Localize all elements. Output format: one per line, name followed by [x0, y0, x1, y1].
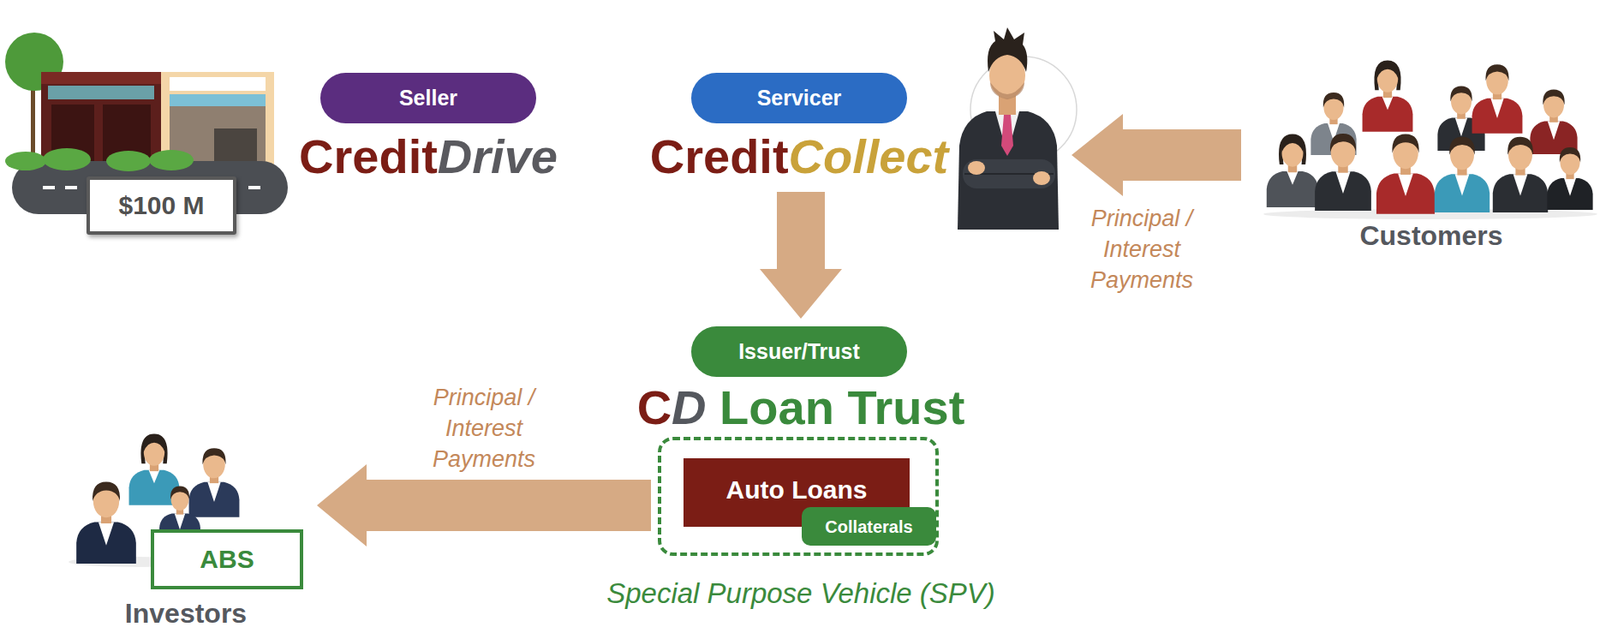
servicer-figure [957, 111, 1059, 230]
store-illustration [42, 148, 91, 171]
security-box: ABS [150, 529, 304, 590]
store-illustration [41, 71, 162, 84]
store-illustration [169, 77, 266, 91]
servicer-figure [957, 27, 1077, 230]
role-pill: Seller [320, 72, 537, 124]
servicer-group: ServicerCreditCollect [642, 68, 1067, 187]
flow-arrow [759, 191, 842, 319]
store-illustration [106, 150, 151, 172]
customer-crowd [1529, 89, 1577, 155]
customer-crowd [1314, 133, 1372, 211]
customer-crowd [1434, 137, 1490, 213]
issuer-group: Issuer/TrustCD Loan Trust [629, 323, 973, 434]
flow-label: Principal / Interest Payments [1073, 202, 1211, 296]
node-label: Collaterals [824, 518, 913, 536]
text-part: Credit [650, 129, 789, 184]
company-name: CreditCollect [650, 132, 950, 181]
text-part: Drive [437, 129, 558, 184]
role-pill: Issuer/Trust [691, 326, 908, 377]
flow-arrow [316, 464, 651, 547]
customer-crowd [1266, 134, 1319, 208]
spv-caption: Special Purpose Vehicle (SPV) [606, 576, 996, 611]
store-illustration [149, 149, 194, 171]
node-label: ABS [199, 546, 254, 573]
customer-crowd [1263, 60, 1598, 220]
text-part: Credit [298, 129, 438, 184]
role-pill: Servicer [691, 72, 908, 124]
investor-group [189, 447, 240, 518]
flow-label: Principal / Interest Payments [415, 382, 553, 475]
flow-arrow [1071, 113, 1242, 197]
text-part: Collect [788, 129, 950, 184]
store-illustration [47, 85, 155, 100]
node-label: Auto Loans [726, 477, 868, 503]
store-illustration [169, 94, 266, 107]
servicer-figure [987, 27, 1027, 72]
servicer-figure [1001, 114, 1014, 156]
customer-crowd [1492, 137, 1548, 213]
group-label: Investors [125, 598, 247, 629]
trust-name: CD Loan Trust [637, 383, 966, 432]
investor-group [76, 482, 137, 564]
store-illustration [5, 151, 47, 171]
store-illustration [248, 185, 261, 190]
seller-group: SellerCreditDrive [291, 68, 566, 186]
group-label: Customers [1359, 220, 1503, 251]
collateral-pill: Collaterals [801, 507, 937, 546]
customer-crowd [1376, 134, 1435, 215]
text-part: D [671, 380, 706, 435]
node-label: $100 M [118, 192, 204, 219]
store-illustration [65, 185, 78, 190]
customers-group: Customers [1246, 51, 1595, 257]
servicer-figure [1032, 171, 1051, 186]
customer-crowd [1546, 147, 1593, 210]
customer-crowd [1362, 60, 1414, 132]
text-part: C [637, 380, 672, 435]
company-name: CreditDrive [298, 132, 558, 181]
store-illustration [42, 185, 55, 190]
investors-group: Investors ABS [68, 423, 311, 634]
text-part: Loan Trust [706, 380, 966, 435]
servicer-figure [962, 159, 1056, 189]
servicer-figure [967, 161, 986, 175]
servicer-figure [990, 82, 1025, 100]
spv-frame: Special Purpose Vehicle (SPV)Auto LoansC… [657, 436, 939, 556]
customer-crowd [1472, 64, 1523, 134]
amount-box: $100 M [86, 176, 237, 235]
